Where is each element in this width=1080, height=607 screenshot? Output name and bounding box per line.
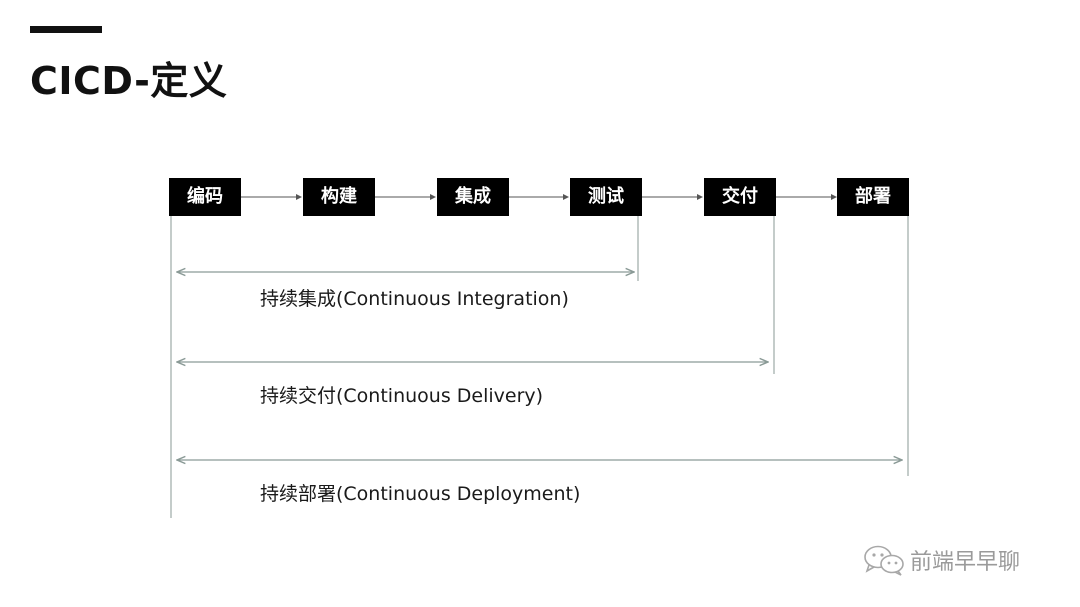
step-deliver: 交付: [704, 178, 776, 216]
label-continuous-delivery: 持续交付(Continuous Delivery): [260, 385, 544, 407]
watermark-text: 前端早早聊: [910, 550, 1021, 575]
step-test: 测试: [570, 178, 642, 216]
label-continuous-deployment: 持续部署(Continuous Deployment): [260, 483, 581, 505]
wechat-icon: [864, 545, 904, 576]
title-accent-bar: [30, 26, 102, 33]
page-title: CICD-定义: [30, 59, 228, 103]
step-build: 构建: [303, 178, 375, 216]
watermark: 前端早早聊: [862, 540, 1020, 580]
label-continuous-integration: 持续集成(Continuous Integration): [260, 288, 569, 310]
step-integrate: 集成: [437, 178, 509, 216]
step-coding: 编码: [169, 178, 241, 216]
step-deploy: 部署: [837, 178, 909, 216]
